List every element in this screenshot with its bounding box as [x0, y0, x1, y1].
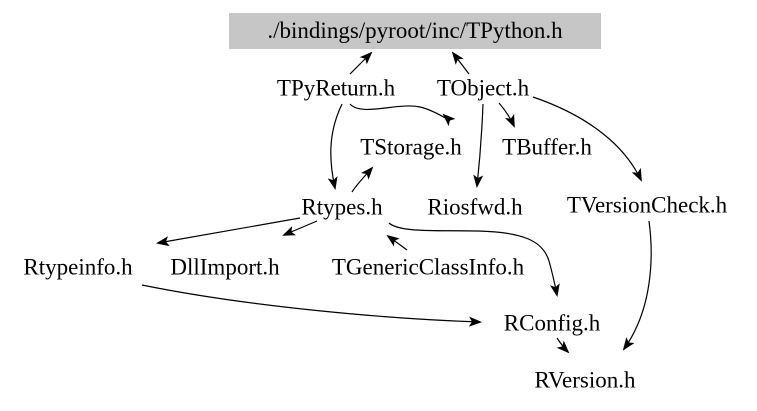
edge-rtypes-to-dllimport: [282, 220, 318, 236]
node-rtypes[interactable]: Rtypes.h: [301, 194, 383, 220]
node-tstorage[interactable]: TStorage.h: [360, 134, 462, 160]
node-dllimport[interactable]: DllImport.h: [170, 254, 280, 280]
edge-tversioncheck-to-rversion: [622, 220, 652, 351]
edge-rconfig-to-rversion: [556, 337, 570, 354]
edge-rtypes-to-rtypeinfo: [156, 217, 301, 247]
edge-tobject-to-tversioncheck: [532, 96, 642, 182]
node-tgenericclassinfo[interactable]: TGenericClassInfo.h: [331, 254, 525, 280]
edge-tpyreturn-to-tpython: [349, 51, 373, 75]
node-riosfwd[interactable]: Riosfwd.h: [427, 194, 523, 220]
edge-tgenericclassinfo-to-rtypes: [386, 234, 408, 251]
edge-tobject-to-tbuffer: [498, 102, 515, 128]
edge-tobject-to-riosfwd: [473, 103, 484, 188]
node-tversioncheck[interactable]: TVersionCheck.h: [566, 192, 728, 218]
edge-tpyreturn-to-tobject: [349, 103, 456, 127]
node-tbuffer[interactable]: TBuffer.h: [502, 134, 592, 160]
node-tpyreturn[interactable]: TPyReturn.h: [276, 75, 396, 101]
node-rversion[interactable]: RVersion.h: [534, 367, 636, 393]
edge-tobject-to-tpython: [451, 51, 470, 75]
edge-rtypes-to-rconfig: [388, 222, 560, 297]
edge-rtypes-to-tstorage: [351, 166, 374, 193]
node-tobject[interactable]: TObject.h: [436, 75, 530, 101]
edge-rtypeinfo-to-rconfig: [141, 284, 482, 327]
node-tpython-root: ./bindings/pyroot/inc/TPython.h: [229, 13, 601, 49]
edge-tpyreturn-to-rtypes: [327, 103, 343, 190]
node-rconfig[interactable]: RConfig.h: [503, 310, 601, 336]
node-rtypeinfo[interactable]: Rtypeinfo.h: [23, 254, 133, 280]
